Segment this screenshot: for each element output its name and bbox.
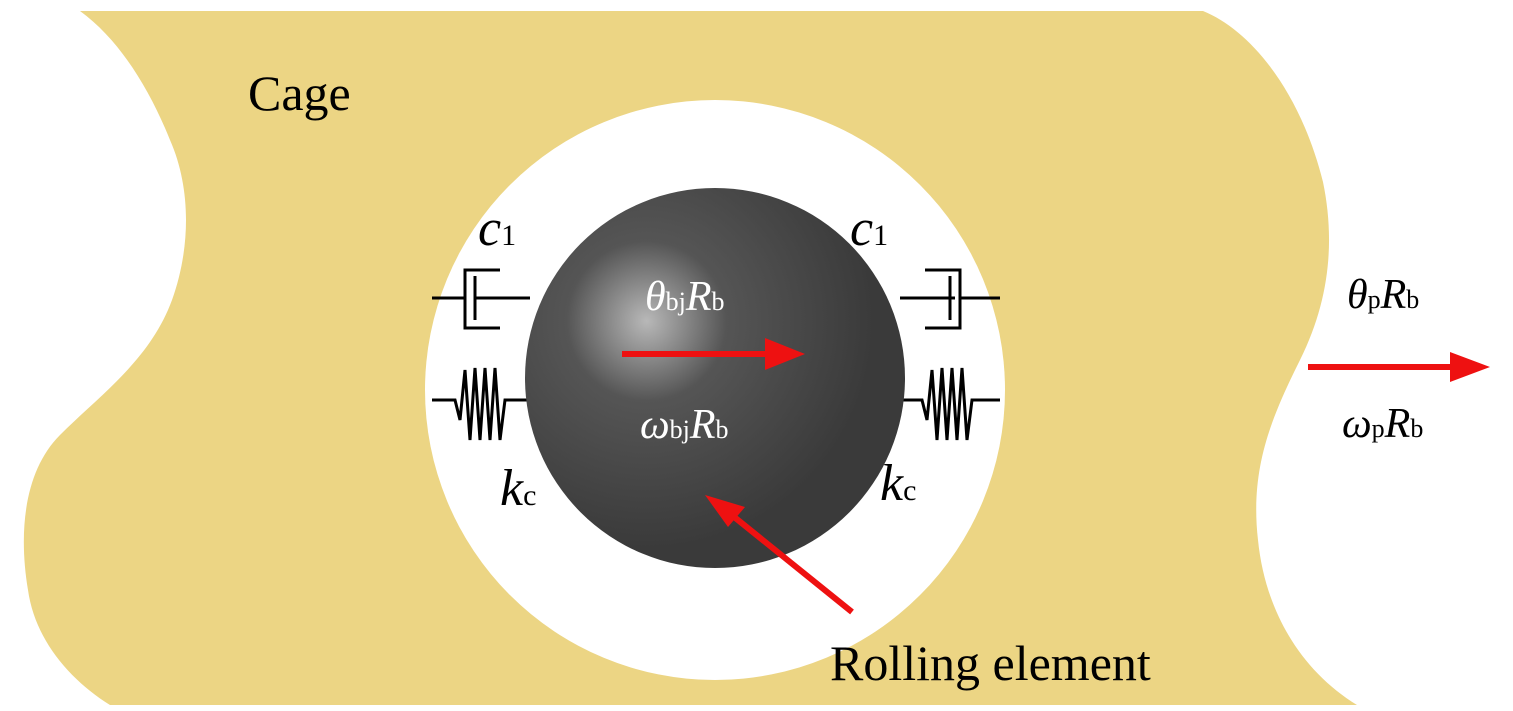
cage-label: Cage <box>248 65 351 121</box>
spring-icon <box>900 367 1000 441</box>
damper-icon <box>900 268 1000 330</box>
spring-right-label: kc <box>880 455 916 512</box>
arrow-icon <box>1308 352 1490 382</box>
damper-icon <box>432 268 530 330</box>
arrow-icon <box>622 338 805 370</box>
spring-icon <box>432 367 530 441</box>
arrow-icon <box>705 495 854 615</box>
cage-angle-label: θpRb <box>1347 272 1419 318</box>
ball-speed-label: ωbjRb <box>640 402 729 448</box>
rolling-element-label: Rolling element <box>830 635 1151 691</box>
rolling-element-ball <box>525 188 905 568</box>
ball-angle-label: θbjRb <box>645 274 725 320</box>
spring-left-label: kc <box>500 460 536 517</box>
cage-speed-label: ωpRb <box>1342 401 1423 447</box>
damper-right-label: c1 <box>850 200 888 257</box>
damper-left-label: c1 <box>478 200 516 257</box>
